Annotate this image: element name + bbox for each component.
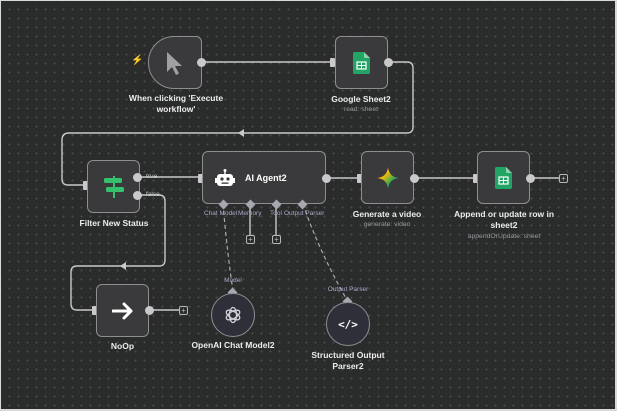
gemini-sparkle-icon bbox=[376, 166, 399, 189]
node-title: Google Sheet2 bbox=[331, 94, 391, 104]
handle-label-model: Model bbox=[224, 277, 242, 284]
edge-model-to-agent bbox=[222, 203, 234, 292]
node-ai-agent[interactable]: AI Agent2 bbox=[202, 151, 326, 204]
output-port[interactable] bbox=[145, 306, 154, 315]
code-icon: </> bbox=[338, 317, 358, 331]
google-sheets-icon bbox=[495, 166, 512, 189]
node-google-sheet-read[interactable] bbox=[335, 36, 388, 89]
output-label-false: false bbox=[146, 191, 160, 198]
output-port[interactable] bbox=[197, 58, 206, 67]
node-noop[interactable] bbox=[96, 284, 149, 337]
node-title: Structured Output Parser2 bbox=[311, 350, 385, 371]
output-port[interactable] bbox=[322, 174, 331, 183]
node-structured-output-parser[interactable]: </> bbox=[326, 302, 370, 346]
arrow-right-icon bbox=[111, 302, 132, 319]
output-port-true[interactable] bbox=[133, 173, 142, 182]
edge-filter-to-noop bbox=[70, 194, 166, 311]
handle-label-chat-model: Chat Model bbox=[204, 210, 238, 217]
node-title: AI Agent2 bbox=[245, 172, 287, 183]
output-port-false[interactable] bbox=[133, 191, 142, 200]
openai-icon bbox=[225, 306, 241, 324]
add-tool-button[interactable]: + bbox=[272, 235, 281, 244]
node-subtitle: generate: video bbox=[363, 221, 411, 228]
node-title: Append or update row in sheet2 bbox=[453, 209, 555, 230]
handle-label-output-parser: Output Parser bbox=[327, 286, 369, 293]
node-title: NoOp bbox=[110, 341, 135, 351]
add-node-button[interactable]: + bbox=[559, 174, 568, 183]
input-port[interactable] bbox=[83, 181, 88, 190]
input-port[interactable] bbox=[330, 58, 335, 67]
handle-label-tool: Tool bbox=[270, 210, 282, 217]
edge-parser-to-agent bbox=[302, 203, 348, 301]
node-title: Generate a video bbox=[352, 209, 422, 219]
input-port[interactable] bbox=[198, 174, 203, 183]
arrow-sheet-to-filter bbox=[238, 129, 244, 137]
add-memory-button[interactable]: + bbox=[246, 235, 255, 244]
arrow-filter-false bbox=[120, 262, 126, 270]
google-sheets-icon bbox=[353, 51, 370, 74]
node-filter-new-status[interactable] bbox=[87, 160, 140, 213]
handle-label-output-parser: Output Parser bbox=[284, 210, 325, 217]
node-title: Filter New Status bbox=[79, 218, 149, 228]
add-node-button[interactable]: + bbox=[179, 306, 188, 315]
node-generate-video[interactable] bbox=[361, 151, 414, 204]
input-port[interactable] bbox=[92, 306, 97, 315]
bolt-icon: ⚡ bbox=[131, 55, 144, 66]
node-title: OpenAI Chat Model2 bbox=[191, 340, 275, 350]
output-port[interactable] bbox=[384, 58, 393, 67]
input-port[interactable] bbox=[357, 174, 362, 183]
robot-icon bbox=[215, 168, 235, 186]
output-label-true: true bbox=[146, 173, 158, 180]
node-append-or-update[interactable] bbox=[477, 151, 530, 204]
node-subtitle: appendOrUpdate: sheet bbox=[467, 233, 541, 240]
signpost-icon bbox=[103, 175, 124, 198]
node-title: When clicking 'Execute workflow' bbox=[128, 93, 224, 114]
node-manual-trigger[interactable] bbox=[148, 36, 202, 89]
output-port[interactable] bbox=[526, 174, 535, 183]
output-port[interactable] bbox=[410, 174, 419, 183]
cursor-icon bbox=[167, 51, 182, 75]
node-openai-chat-model[interactable] bbox=[211, 293, 255, 337]
input-port[interactable] bbox=[473, 174, 478, 183]
node-subtitle: read: sheet bbox=[343, 106, 378, 113]
handle-label-memory: Memory bbox=[238, 210, 262, 217]
